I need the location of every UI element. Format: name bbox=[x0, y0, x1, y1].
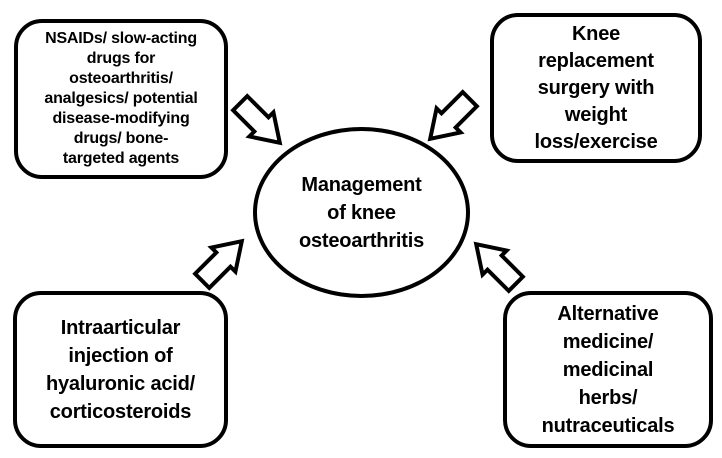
box-knee-replacement-surgery-label: Knee replacement surgery with weight los… bbox=[534, 22, 658, 153]
southwest-block-arrow-icon bbox=[418, 87, 482, 151]
center-ellipse: Management of knee osteoarthritis bbox=[253, 127, 470, 298]
northwest-block-arrow-icon bbox=[464, 232, 528, 296]
box-alternative-medicine: Alternative medicine/ medicinal herbs/ n… bbox=[503, 291, 713, 448]
box-drug-therapies: NSAIDs/ slow-acting drugs for osteoarthr… bbox=[14, 19, 228, 179]
southeast-block-arrow-icon bbox=[228, 91, 292, 155]
box-knee-replacement-surgery: Knee replacement surgery with weight los… bbox=[490, 13, 702, 163]
box-intraarticular-injection-label: Intraarticular injection of hyaluronic a… bbox=[45, 316, 196, 423]
box-drug-therapies-label: NSAIDs/ slow-acting drugs for osteoarthr… bbox=[44, 30, 198, 167]
northeast-block-arrow-icon bbox=[190, 229, 254, 293]
box-alternative-medicine-label: Alternative medicine/ medicinal herbs/ n… bbox=[541, 302, 675, 437]
center-ellipse-label: Management of knee osteoarthritis bbox=[298, 173, 424, 252]
box-intraarticular-injection: Intraarticular injection of hyaluronic a… bbox=[13, 291, 228, 448]
